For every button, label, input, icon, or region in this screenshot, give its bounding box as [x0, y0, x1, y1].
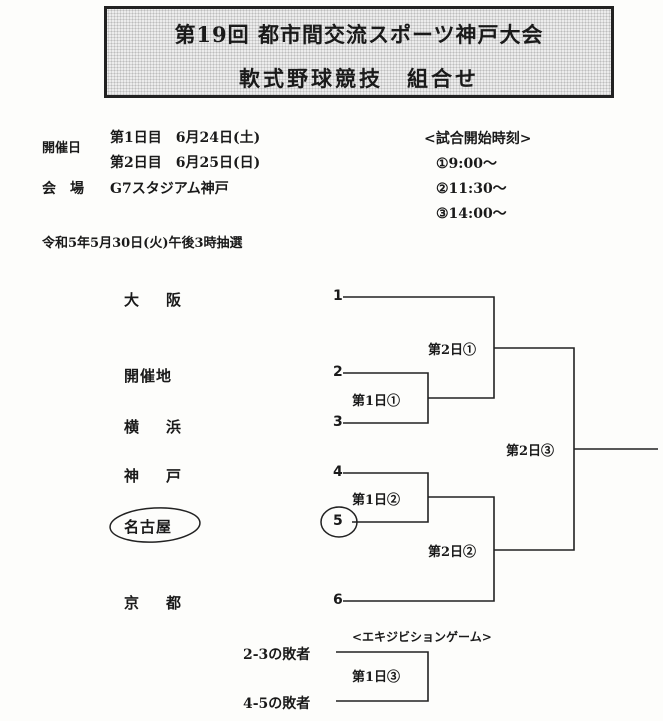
start-time-1: ①9:00〜	[436, 156, 497, 172]
title-line-1: 第19回 都市間交流スポーツ神戸大会	[174, 22, 544, 47]
bracket-line-seed6	[343, 550, 495, 602]
exhibition-loser-2: 4-5の敗者	[243, 696, 311, 712]
seed-5: 5	[333, 513, 343, 529]
start-times-heading: <試合開始時刻>	[424, 131, 532, 147]
title-box: 第19回 都市間交流スポーツ神戸大会 軟式野球競技 組合せ	[104, 6, 614, 98]
bracket-line-d2-1-out	[494, 347, 575, 449]
bracket-line-seed5	[352, 497, 429, 523]
bracket-line-seed3	[343, 398, 429, 424]
team-kobe: 神 戸	[124, 467, 188, 485]
match-day2-1: 第2日①	[428, 343, 477, 358]
bracket-line-d2-2-out	[494, 449, 575, 551]
seed-3: 3	[333, 414, 343, 430]
bracket-line-seed1	[343, 296, 495, 348]
bracket-line-d1-1-up	[428, 348, 495, 399]
match-day2-3: 第2日③	[506, 444, 555, 459]
venue-label: 会 場	[42, 181, 84, 197]
bracket-line-seed2	[343, 372, 429, 398]
bracket-line-seed4	[343, 472, 429, 497]
match-day1-2: 第1日②	[352, 493, 401, 508]
circle-nagoya	[109, 507, 201, 543]
title-line-2: 軟式野球競技 組合せ	[239, 66, 479, 91]
start-time-2: ②11:30〜	[436, 181, 507, 197]
team-yokohama: 横 浜	[124, 418, 188, 436]
day1-date: 第1日目 6月24日(土)	[110, 130, 261, 146]
day2-date: 第2日目 6月25日(日)	[110, 155, 261, 171]
dates-label: 開催日	[42, 141, 82, 156]
team-host: 開催地	[124, 367, 173, 385]
seed-4: 4	[333, 464, 343, 480]
team-osaka: 大 阪	[124, 291, 188, 309]
match-day1-1: 第1日①	[352, 394, 401, 409]
venue-name: G7スタジアム神戸	[110, 181, 229, 197]
exhibition-heading: <エキジビションゲーム>	[352, 630, 492, 644]
match-day2-2: 第2日②	[428, 545, 477, 560]
team-kyoto: 京 都	[124, 594, 188, 612]
match-day1-3: 第1日③	[352, 670, 401, 685]
start-time-3: ③14:00〜	[436, 206, 507, 222]
team-nagoya: 名古屋	[124, 518, 173, 536]
draw-note: 令和5年5月30日(火)午後3時抽選	[42, 236, 243, 251]
bracket-line-ex-1	[336, 651, 429, 676]
circle-seed5	[320, 506, 358, 538]
bracket-line-d1-2-down	[428, 496, 495, 550]
seed-6: 6	[333, 592, 343, 608]
exhibition-loser-1: 2-3の敗者	[243, 647, 311, 663]
seed-2: 2	[333, 364, 343, 380]
bracket-line-ex-2	[336, 676, 429, 702]
seed-1: 1	[333, 288, 343, 304]
